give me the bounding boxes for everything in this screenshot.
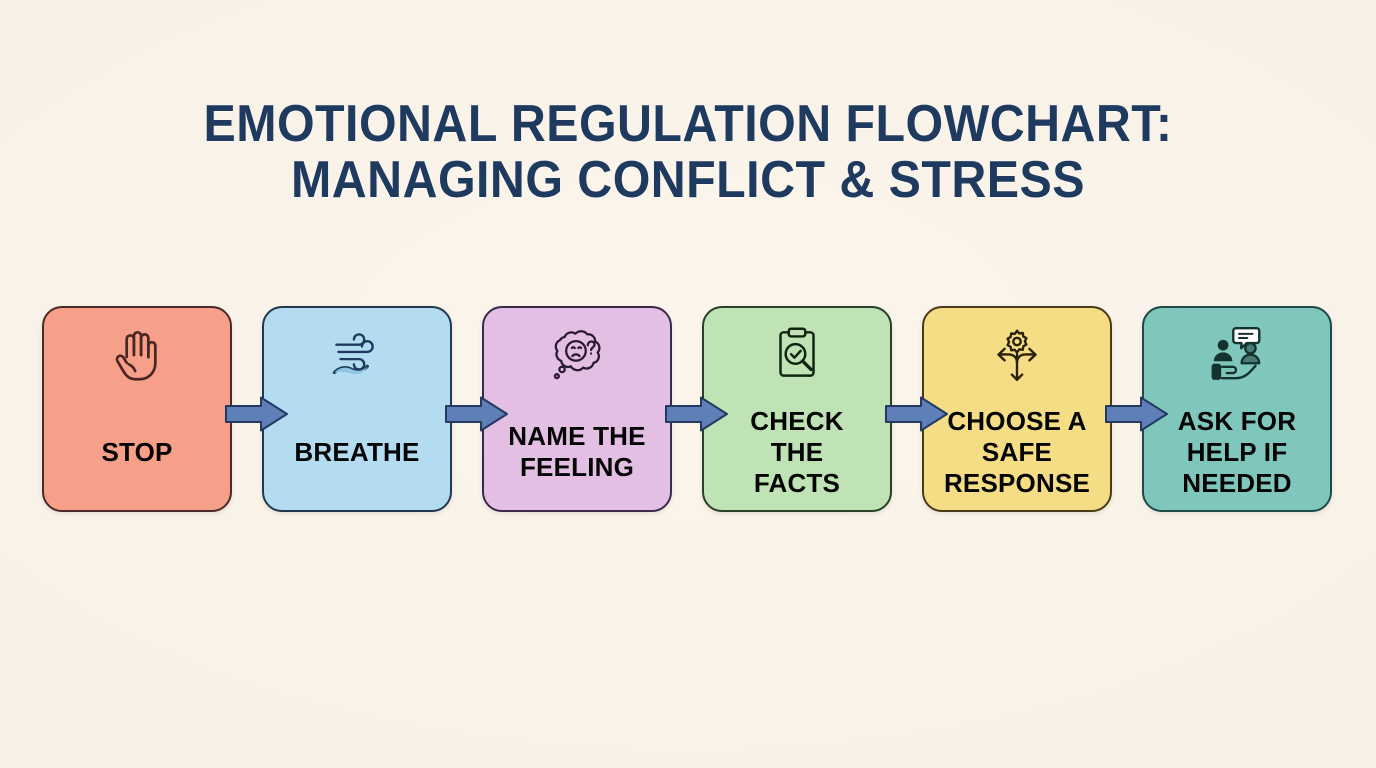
flow-arrow-2-3 [445, 396, 508, 432]
page-title-line-1: EMOTIONAL REGULATION FLOWCHART: [203, 95, 1173, 153]
flow-step-stop[interactable]: STOP [42, 306, 232, 512]
flow-step-choose-a-safe-response[interactable]: CHOOSE A SAFE RESPONSE [922, 306, 1112, 512]
flow-step-choose-a-safe-response-line-2: SAFE [981, 436, 1053, 467]
flow-step-ask-for-help-if-needed-line-2: HELP IF [1186, 436, 1288, 467]
thought-bubble-sad-face-icon [553, 330, 601, 380]
flow-arrow-1-2 [225, 396, 288, 432]
flow-step-breathe[interactable]: BREATHE [262, 306, 452, 512]
flow-step-check-the-facts-line-2: THE [770, 436, 824, 467]
wind-breath-icon [332, 333, 374, 375]
flow-step-name-the-feeling-label: NAME THE FEELING [484, 394, 670, 510]
clipboard-magnifier-check-icon [779, 327, 815, 377]
flow-arrow-5-6 [1105, 396, 1168, 432]
flow-step-stop-label: STOP [44, 394, 230, 510]
flow-step-breathe-line-1: BREATHE [294, 436, 420, 467]
flow-step-name-the-feeling-line-2: FEELING [519, 452, 635, 482]
flowchart-steps-row: STOP BREATHE [42, 306, 1334, 512]
flow-step-check-the-facts-label: CHECK THE FACTS [704, 394, 890, 510]
flow-step-choose-a-safe-response-label: CHOOSE A SAFE RESPONSE [924, 394, 1110, 510]
flow-arrow-4-5 [885, 396, 948, 432]
page-title-line-2: MANAGING CONFLICT & STRESS [291, 151, 1085, 209]
flow-step-breathe-label: BREATHE [264, 394, 450, 510]
flow-step-choose-a-safe-response-line-1: CHOOSE A [947, 405, 1087, 436]
flow-step-ask-for-help-if-needed-line-3: NEEDED [1182, 467, 1292, 498]
gear-fork-arrows-icon [997, 329, 1037, 381]
flow-step-choose-a-safe-response-line-3: RESPONSE [943, 467, 1091, 498]
flow-step-check-the-facts-line-1: CHECK [750, 405, 844, 436]
flow-step-ask-for-help-if-needed-line-1: ASK FOR [1177, 405, 1297, 436]
flow-arrow-3-4 [665, 396, 728, 432]
flow-step-ask-for-help-if-needed[interactable]: ASK FOR HELP IF NEEDED [1142, 306, 1332, 512]
page-title: EMOTIONAL REGULATION FLOWCHART: MANAGING… [0, 96, 1376, 208]
flow-step-check-the-facts-line-3: FACTS [753, 467, 841, 498]
flow-step-check-the-facts[interactable]: CHECK THE FACTS [702, 306, 892, 512]
flow-step-name-the-feeling-line-1: NAME THE [508, 421, 646, 451]
flow-step-ask-for-help-if-needed-label: ASK FOR HELP IF NEEDED [1144, 394, 1330, 510]
flow-step-name-the-feeling[interactable]: NAME THE FEELING [482, 306, 672, 512]
flow-step-stop-line-1: STOP [101, 436, 173, 467]
raised-hand-icon [115, 330, 157, 381]
helping-hand-people-chat-icon [1211, 327, 1261, 380]
